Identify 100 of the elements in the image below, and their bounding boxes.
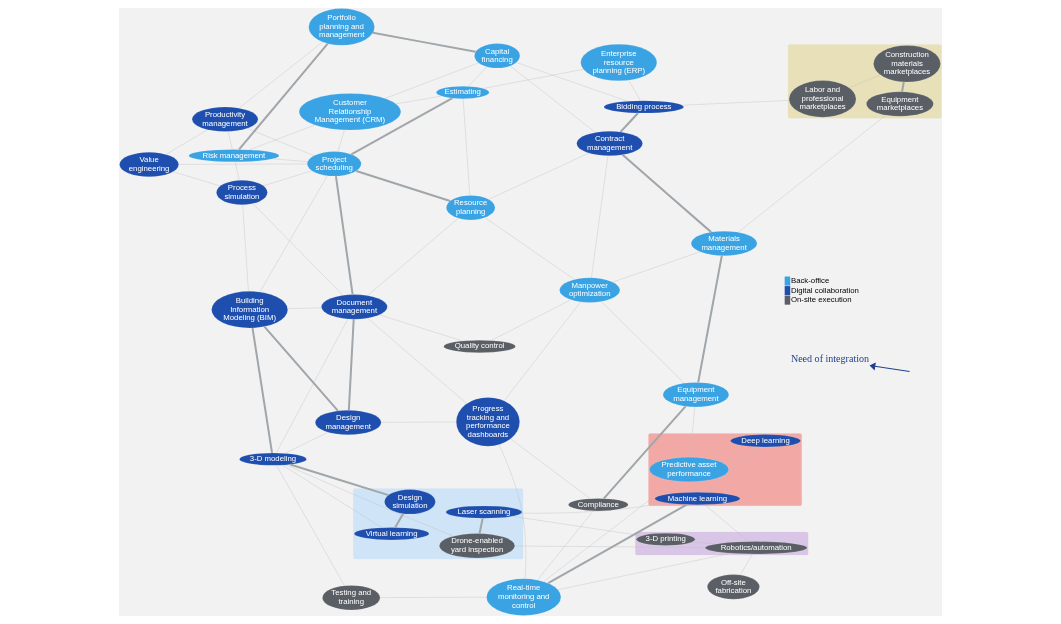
connector: [682, 100, 790, 106]
connector: [509, 65, 596, 133]
node-ellipse: Labor and professional marketplaces: [788, 80, 857, 118]
connector: [252, 203, 344, 296]
connector: [284, 432, 329, 454]
node-ellipse: Estimating: [436, 86, 490, 99]
node-ellipse: Progress tracking and performance dashboards: [456, 397, 520, 447]
connector: [602, 405, 687, 500]
legend-label: Digital collaboration: [790, 285, 859, 295]
connector: [227, 131, 233, 150]
node-ellipse: Value engineering: [119, 152, 179, 177]
node-ellipse: Project scheduling: [307, 151, 362, 177]
connector: [395, 95, 442, 105]
node-ellipse: Document management: [321, 294, 388, 320]
connector: [367, 318, 467, 404]
node-ellipse: Predictive asset performance: [649, 457, 729, 482]
node-ellipse: Contract management: [576, 131, 643, 156]
connector: [247, 128, 315, 156]
node-ellipse: Design management: [315, 410, 382, 435]
connector: [901, 81, 905, 92]
connector: [704, 446, 759, 493]
node-ellipse: Laser scanning: [445, 505, 523, 519]
connector: [259, 175, 328, 293]
connector: [692, 541, 716, 545]
node-ellipse: Real-time monitoring and control: [486, 578, 561, 616]
connector: [379, 314, 463, 342]
node-ellipse: Enterprise resource planning (ERP): [580, 44, 657, 81]
connector: [355, 169, 451, 202]
connector: [547, 503, 688, 585]
connector: [276, 465, 345, 586]
connector: [165, 129, 208, 155]
connector: [263, 170, 313, 186]
connector: [591, 155, 609, 279]
connector: [178, 163, 308, 165]
connector: [238, 41, 323, 109]
node-ellipse: Design simulation: [384, 489, 436, 515]
connector: [235, 161, 240, 181]
node-ellipse: 3-D printing: [636, 533, 696, 546]
connector: [516, 62, 628, 102]
legend-label: On-site execution: [790, 295, 852, 305]
connector: [612, 251, 701, 283]
node-ellipse: Quality control: [443, 340, 516, 353]
connector: [557, 553, 731, 590]
node-ellipse: Virtual learning: [354, 527, 430, 540]
node-ellipse: Machine learning: [654, 492, 741, 505]
node-ellipse: Bidding process: [603, 100, 684, 114]
connector: [521, 502, 668, 514]
connector: [484, 217, 575, 280]
node-ellipse: Capital financing: [474, 43, 520, 69]
node-ellipse: Materials management: [691, 231, 758, 256]
connector: [251, 327, 273, 454]
connector: [285, 464, 454, 537]
node-ellipse: Customer Relationship Management (CRM): [299, 93, 401, 131]
arrow: [869, 362, 911, 373]
node-ellipse: Robotics/automation: [705, 541, 808, 555]
connector: [621, 154, 712, 233]
connector: [276, 318, 349, 454]
connector: [249, 124, 316, 150]
connector: [619, 112, 639, 133]
connector: [394, 513, 404, 528]
connector: [272, 158, 308, 162]
connector: [737, 114, 887, 233]
connector: [510, 438, 591, 499]
node-ellipse: Manpower optimization: [559, 277, 620, 303]
node-text: Need of integration: [790, 353, 870, 365]
connector: [172, 171, 221, 187]
connector: [601, 301, 685, 384]
connector: [498, 444, 527, 579]
node-ellipse: Portfolio planning and management: [308, 8, 375, 46]
node-ellipse: Deep learning: [730, 434, 801, 448]
node-ellipse: Risk management: [188, 149, 280, 162]
node-ellipse: Equipment management: [662, 382, 729, 407]
connector: [282, 464, 383, 528]
connector: [543, 480, 675, 582]
node-ellipse: Compliance: [568, 498, 629, 511]
legend-label: Back-office: [790, 276, 830, 286]
node-ellipse: Off-site fabrication: [707, 574, 760, 600]
connector: [511, 516, 642, 536]
node-ellipse: Drone-enabled yard inspection: [439, 533, 515, 559]
node-ellipse: Productivity management: [192, 106, 259, 132]
connector: [488, 152, 590, 200]
connector: [347, 319, 355, 411]
connector: [697, 255, 723, 383]
connector: [384, 62, 479, 99]
connector: [337, 129, 345, 152]
connector: [514, 545, 706, 548]
node-ellipse: Building Information Modeling (BIM): [211, 291, 288, 329]
node-ellipse: Construction materials marketplaces: [873, 45, 941, 83]
connector: [503, 301, 581, 401]
node-ellipse: Equipment marketplaces: [866, 91, 934, 117]
connector: [263, 325, 339, 412]
node-ellipse: 3-D modeling: [239, 452, 307, 466]
connector: [289, 463, 389, 497]
connector: [334, 175, 354, 295]
connector: [689, 406, 695, 458]
connector: [478, 518, 484, 534]
connector: [468, 66, 487, 87]
connector: [849, 74, 881, 88]
connector: [350, 97, 453, 156]
connector: [740, 553, 753, 576]
